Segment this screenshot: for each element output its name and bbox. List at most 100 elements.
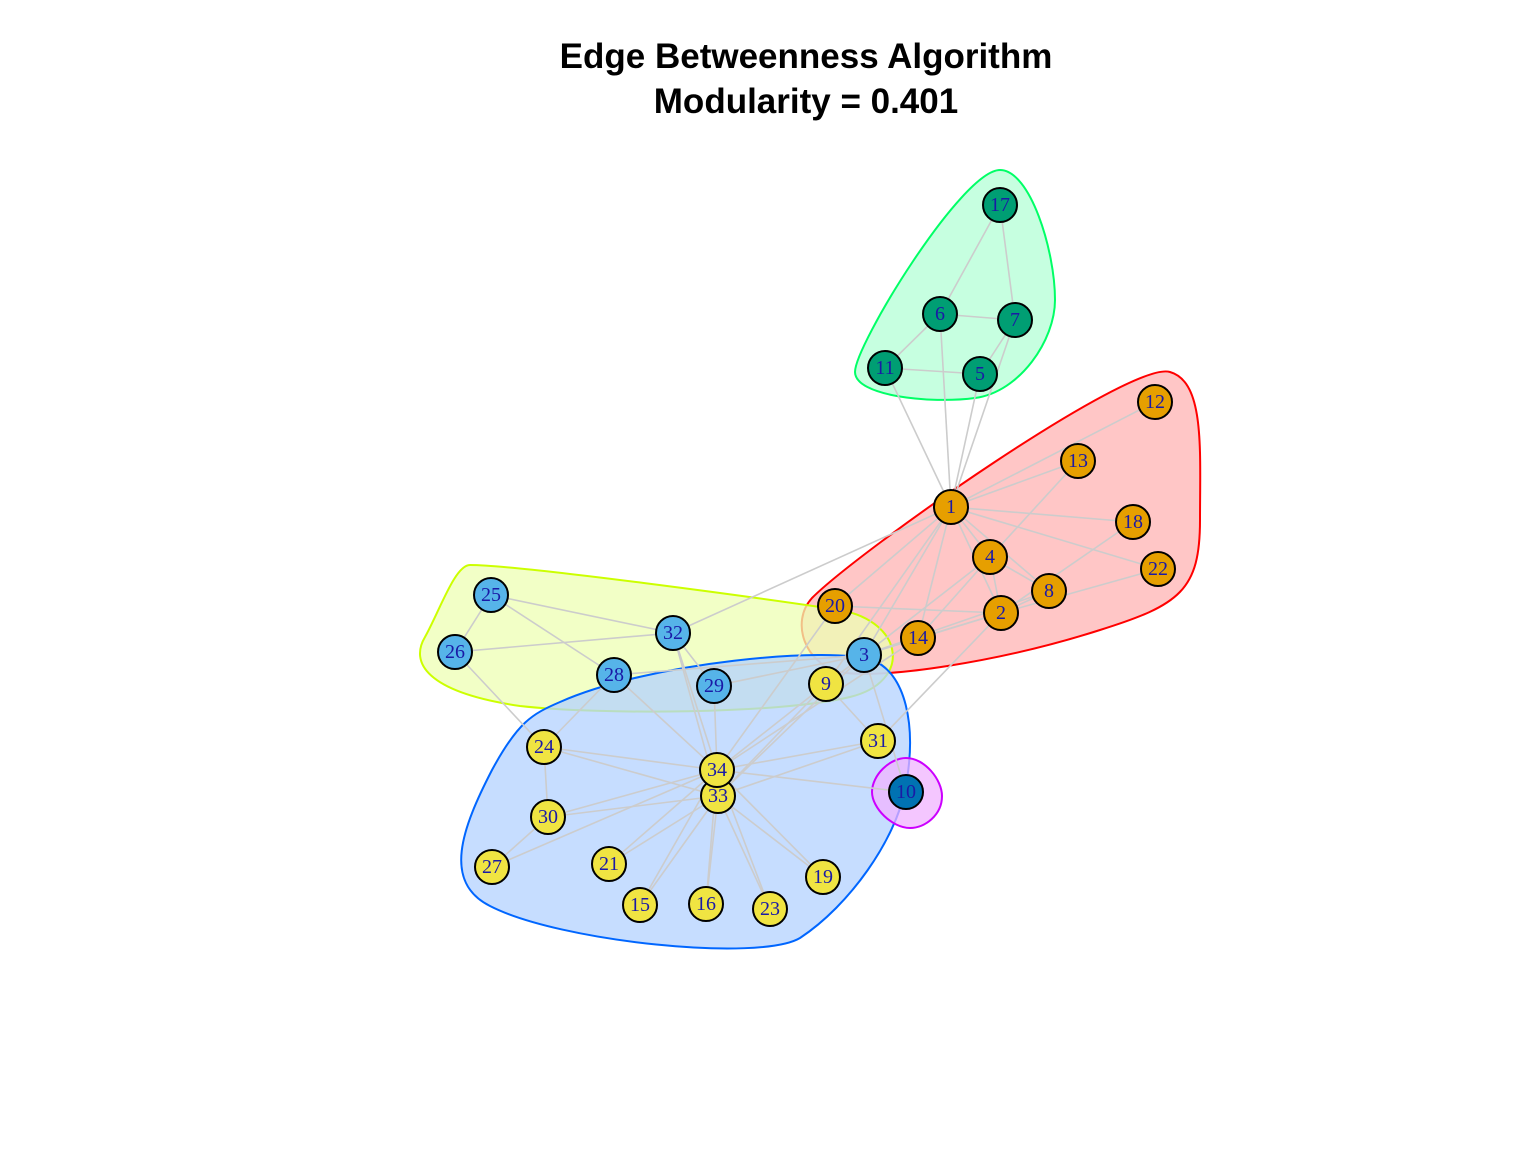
edge-3-10: [863, 654, 907, 793]
node-19[interactable]: 19: [805, 859, 841, 895]
node-circle: [688, 886, 724, 922]
edge-25-28: [490, 594, 615, 676]
edge-28-34: [613, 674, 718, 771]
node-16[interactable]: 16: [688, 886, 724, 922]
node-30[interactable]: 30: [530, 799, 566, 835]
node-circle: [596, 657, 632, 693]
node-circle: [622, 887, 658, 923]
edge-4-13: [989, 460, 1079, 558]
chart-title: Edge Betweenness Algorithm: [559, 37, 1053, 76]
node-label: 17: [990, 194, 1010, 216]
node-11[interactable]: 11: [867, 350, 903, 386]
node-14[interactable]: 14: [900, 620, 936, 656]
node-circle: [591, 846, 627, 882]
node-31[interactable]: 31: [860, 723, 896, 759]
node-label: 13: [1068, 450, 1088, 472]
node-circle: [752, 891, 788, 927]
edge-9-33: [717, 683, 827, 797]
node-circle: [972, 539, 1008, 575]
node-6[interactable]: 6: [922, 296, 958, 332]
node-label: 22: [1148, 558, 1168, 580]
edge-19-34: [716, 769, 824, 878]
node-25[interactable]: 25: [473, 577, 509, 613]
node-label: 14: [908, 627, 928, 649]
node-label: 7: [1010, 309, 1020, 331]
edge-19-33: [717, 795, 824, 878]
node-7[interactable]: 7: [997, 302, 1033, 338]
edge-10-34: [716, 769, 907, 793]
node-8[interactable]: 8: [1031, 573, 1067, 609]
node-21[interactable]: 21: [591, 846, 627, 882]
node-circle: [696, 668, 732, 704]
node-label: 1: [946, 496, 956, 518]
node-circle: [1115, 504, 1151, 540]
node-10[interactable]: 10: [888, 774, 924, 810]
node-label: 11: [875, 357, 894, 379]
node-label: 32: [663, 622, 683, 644]
edge-21-34: [608, 769, 718, 865]
edge-31-33: [717, 740, 879, 797]
node-9[interactable]: 9: [808, 666, 844, 702]
node-circle: [1137, 384, 1173, 420]
chart-subtitle: Modularity = 0.401: [653, 82, 959, 121]
node-circle: [437, 634, 473, 670]
node-circle: [530, 799, 566, 835]
node-label: 18: [1123, 511, 1143, 533]
node-32[interactable]: 32: [655, 615, 691, 651]
edge-1-22: [950, 506, 1159, 570]
edge-1-14: [917, 506, 952, 639]
node-12[interactable]: 12: [1137, 384, 1173, 420]
node-circle: [526, 729, 562, 765]
node-label: 8: [1044, 580, 1054, 602]
node-label: 33: [708, 785, 728, 807]
edge-1-7: [950, 319, 1016, 508]
edge-4-14: [917, 556, 991, 639]
edge-14-34: [716, 637, 919, 771]
node-13[interactable]: 13: [1060, 443, 1096, 479]
node-circle: [962, 356, 998, 392]
node-5[interactable]: 5: [962, 356, 998, 392]
node-15[interactable]: 15: [622, 887, 658, 923]
edge-9-34: [716, 683, 827, 771]
edge-27-34: [491, 769, 718, 868]
edge-24-34: [543, 746, 718, 771]
node-24[interactable]: 24: [526, 729, 562, 765]
node-3[interactable]: 3: [846, 637, 882, 673]
node-18[interactable]: 18: [1115, 504, 1151, 540]
edge-26-32: [454, 632, 674, 653]
node-22[interactable]: 22: [1140, 551, 1176, 587]
node-20[interactable]: 20: [817, 588, 853, 624]
edge-15-33: [639, 795, 719, 906]
edge-30-34: [547, 769, 718, 818]
node-circle: [983, 595, 1019, 631]
node-2[interactable]: 2: [983, 595, 1019, 631]
node-label: 4: [985, 546, 995, 568]
node-circle: [922, 296, 958, 332]
node-29[interactable]: 29: [696, 668, 732, 704]
node-17[interactable]: 17: [982, 187, 1018, 223]
community-hull-green: [853, 168, 1057, 401]
node-28[interactable]: 28: [596, 657, 632, 693]
node-27[interactable]: 27: [474, 849, 510, 885]
edge-2-22: [1000, 568, 1159, 614]
node-label: 24: [534, 736, 554, 758]
node-34[interactable]: 34: [699, 752, 735, 788]
edge-2-31: [877, 612, 1002, 742]
node-circle: [1140, 551, 1176, 587]
node-label: 15: [630, 894, 650, 916]
node-23[interactable]: 23: [752, 891, 788, 927]
edge-1-18: [950, 506, 1134, 523]
edge-1-13: [950, 460, 1079, 508]
node-label: 30: [538, 806, 558, 828]
node-26[interactable]: 26: [437, 634, 473, 670]
edge-3-8: [863, 590, 1050, 656]
edge-24-26: [454, 651, 545, 748]
node-label: 20: [825, 595, 845, 617]
node-4[interactable]: 4: [972, 539, 1008, 575]
node-label: 31: [868, 730, 888, 752]
node-label: 19: [813, 866, 833, 888]
edge-3-28: [613, 654, 865, 676]
node-circle: [1031, 573, 1067, 609]
node-1[interactable]: 1: [933, 489, 969, 525]
